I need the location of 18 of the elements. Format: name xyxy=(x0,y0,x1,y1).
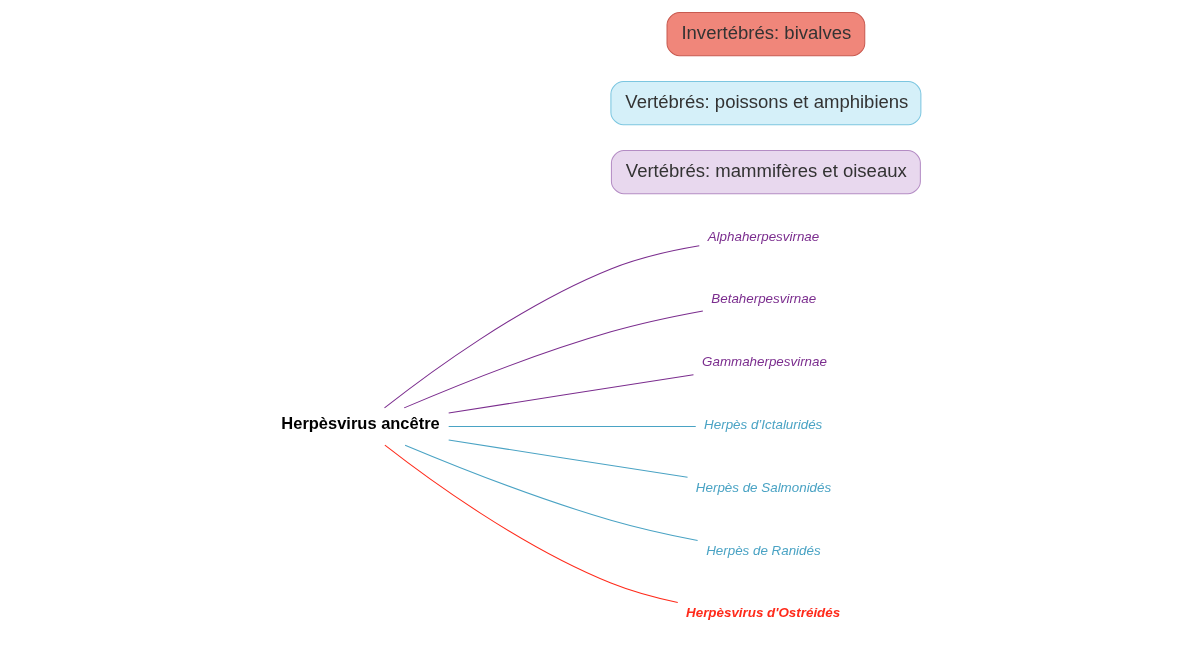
connector xyxy=(384,245,700,409)
node-text: Alphaherpesvirnae xyxy=(707,228,820,244)
node-text: Herpès d’Ictaluridés xyxy=(704,416,823,432)
node-text: Gammaherpesvirnae xyxy=(702,354,827,370)
node-text: Betaherpesvirnae xyxy=(711,291,817,307)
node-text: Herpèsvirus ancêtre xyxy=(281,414,440,433)
connector xyxy=(448,426,697,427)
connector xyxy=(404,444,699,542)
node-box: Vertébrés: mammifères et oiseaux xyxy=(610,150,921,195)
node-text: Herpès de Salmonidés xyxy=(695,479,832,495)
connector xyxy=(448,374,694,414)
node-box: Invertébrés: bivalves xyxy=(666,12,866,57)
node-text: Herpèsvirus d'Ostréidés xyxy=(686,605,841,621)
connector xyxy=(448,439,689,478)
connector xyxy=(403,310,704,409)
node-text: Herpès de Ranidés xyxy=(706,542,821,558)
node-box: Vertébrés: poissons et amphibiens xyxy=(610,81,922,126)
connector xyxy=(384,444,679,604)
